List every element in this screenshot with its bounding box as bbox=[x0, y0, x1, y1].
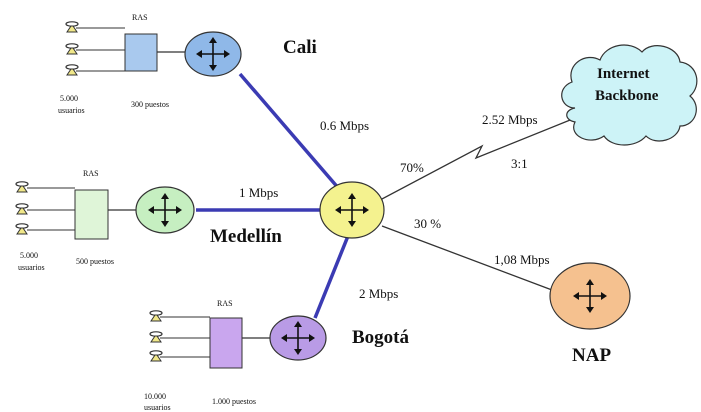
bogota-ports: 1.000 puestos bbox=[212, 397, 256, 406]
cloud-icon bbox=[561, 44, 698, 146]
phone-icon bbox=[15, 203, 29, 215]
bogota-phones bbox=[149, 310, 210, 362]
medellin-ras-label: RAS bbox=[83, 169, 99, 178]
cali-phones bbox=[65, 21, 125, 76]
cali-ras-label: RAS bbox=[132, 13, 148, 22]
cali-users-count: 5.000 bbox=[60, 94, 78, 103]
medellin-ras bbox=[74, 189, 109, 240]
link-medellin-hub-label: 1 Mbps bbox=[239, 185, 278, 200]
cali-ras bbox=[124, 33, 158, 72]
medellin-name: Medellín bbox=[210, 226, 282, 247]
phone-icon bbox=[15, 181, 29, 193]
link-bogota-hub bbox=[313, 235, 350, 319]
bogota-users-label: usuarios bbox=[144, 403, 171, 412]
medellin-ports: 500 puestos bbox=[76, 257, 114, 266]
link-bogota-hub-label: 2 Mbps bbox=[359, 286, 398, 301]
phone-icon bbox=[65, 64, 79, 76]
link-hub-nap-label: 1,08 Mbps bbox=[494, 252, 550, 267]
internet-label-line1: Internet bbox=[597, 66, 650, 82]
hub-nap-share: 30 % bbox=[414, 216, 441, 231]
phone-icon bbox=[149, 331, 163, 343]
nap-router bbox=[549, 262, 631, 330]
bogota-ras-label: RAS bbox=[217, 299, 233, 308]
cali-ports: 300 puestos bbox=[131, 100, 169, 109]
link-hub-nap bbox=[381, 225, 553, 291]
medellin-phones bbox=[15, 181, 75, 235]
hub-router bbox=[319, 181, 385, 239]
cali-router bbox=[184, 31, 242, 77]
hub-internet-share: 70% bbox=[400, 160, 424, 175]
phone-icon bbox=[65, 43, 79, 55]
link-cali-hub-label: 0.6 Mbps bbox=[320, 118, 369, 133]
link-hub-internet-label: 2.52 Mbps bbox=[482, 112, 538, 127]
hub-ratio: 3:1 bbox=[511, 156, 528, 171]
phone-icon bbox=[149, 310, 163, 322]
bogota-users-count: 10.000 bbox=[144, 392, 166, 401]
medellin-users-label: usuarios bbox=[18, 263, 45, 272]
internet-label-line2: Backbone bbox=[595, 88, 659, 104]
bogota-ras bbox=[209, 317, 243, 369]
phone-icon bbox=[149, 350, 163, 362]
phone-icon bbox=[15, 223, 29, 235]
cali-users-label: usuarios bbox=[58, 106, 85, 115]
medellin-users-count: 5.000 bbox=[20, 251, 38, 260]
link-hub-internet bbox=[379, 113, 586, 201]
phone-icon bbox=[65, 21, 79, 33]
link-cali-hub bbox=[238, 72, 342, 192]
cali-name: Cali bbox=[283, 37, 317, 58]
medellin-router bbox=[135, 186, 195, 234]
nap-name: NAP bbox=[572, 345, 611, 366]
bogota-router bbox=[269, 315, 327, 361]
bogota-name: Bogotá bbox=[352, 327, 410, 348]
